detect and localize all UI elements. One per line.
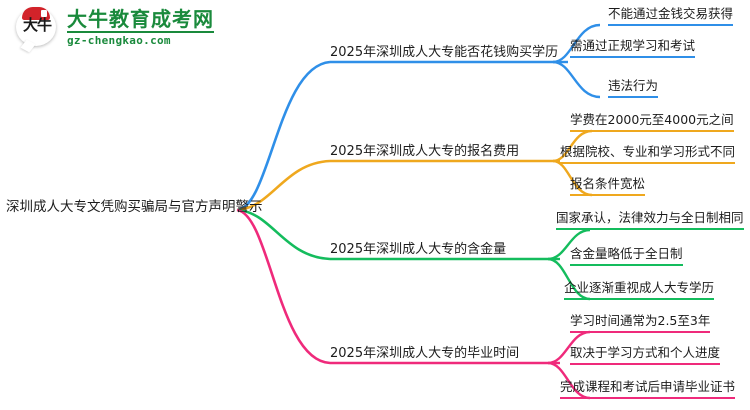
red-cap-icon [22,7,50,20]
mindmap-leaf-node-1-2[interactable]: 需通过正规学习和考试 [570,38,696,58]
mindmap-branch-node-2[interactable]: 2025年深圳成人大专的报名费用 [330,144,520,159]
logo-mark-icon: 大牛 [16,6,60,50]
mindmap-leaf-node-2-2[interactable]: 根据院校、专业和学习形式不同 [560,144,736,164]
connector-root-to-branch-4 [236,208,331,365]
mindmap-branch-node-3[interactable]: 2025年深圳成人大专的含金量 [330,242,507,257]
mindmap-branch-node-4[interactable]: 2025年深圳成人大专的毕业时间 [330,346,520,361]
logo-wordmark: 大牛教育成考网 gz-chengkao.com [67,8,214,48]
cap-dot-icon [41,10,47,17]
mindmap-leaf-node-4-1[interactable]: 学习时间通常为2.5至3年 [570,313,711,333]
mindmap-leaf-node-2-3[interactable]: 报名条件宽松 [570,176,646,196]
logo-subtitle: gz-chengkao.com [67,31,214,48]
mindmap-leaf-node-4-2[interactable]: 取决于学习方式和个人进度 [570,345,721,365]
mindmap-branch-node-1[interactable]: 2025年深圳成人大专能否花钱购买学历 [330,45,559,60]
connector-branch-1-leaf-3 [552,60,601,99]
logo-mark-text: 大牛 [22,16,52,34]
mindmap-leaf-node-2-1[interactable]: 学费在2000元至4000元之间 [570,112,734,132]
connector-root-to-branch-1 [236,60,331,212]
mindmap-root-node[interactable]: 深圳成人大专文凭购买骗局与官方声明警示 [6,199,263,215]
mindmap-leaf-node-4-3[interactable]: 完成课程和考试后申请毕业证书 [560,379,736,399]
mindmap-leaf-node-1-1[interactable]: 不能通过金钱交易获得 [608,6,734,26]
mindmap-leaf-node-3-1[interactable]: 国家承认，法律效力与全日制相同 [556,210,744,230]
logo-title: 大牛教育成考网 [67,7,214,31]
site-logo[interactable]: 大牛 大牛教育成考网 gz-chengkao.com [16,6,214,50]
mindmap-leaf-node-3-2[interactable]: 含金量略低于全日制 [570,246,683,266]
connector-root-to-branch-3 [236,208,331,261]
mindmap-leaf-node-1-3[interactable]: 违法行为 [608,78,659,98]
mindmap-leaf-node-3-3[interactable]: 企业逐渐重视成人大专学历 [564,280,715,300]
